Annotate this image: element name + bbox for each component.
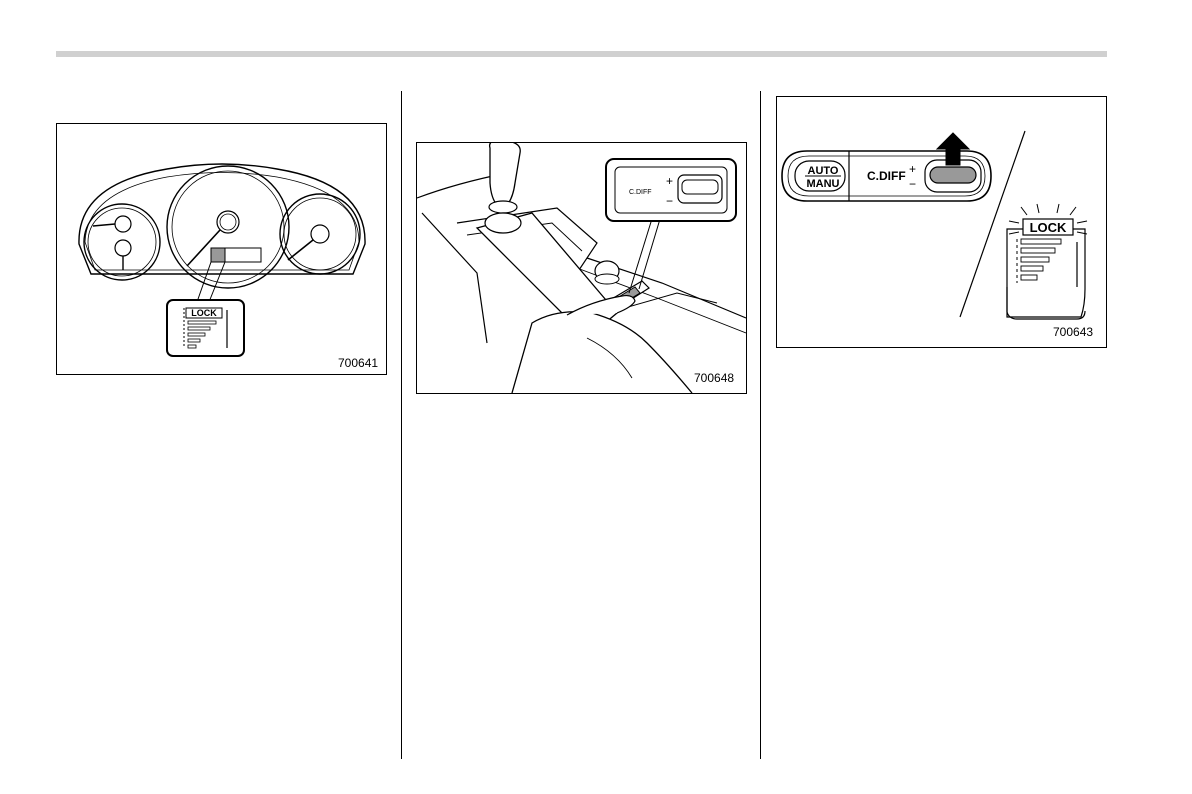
plus-label: + [909, 162, 916, 176]
lock-indicator-label: LOCK [1030, 220, 1067, 235]
plus-label: + [666, 174, 673, 188]
figure-number: 700643 [1053, 325, 1093, 339]
minus-label: − [666, 194, 673, 208]
header-rule [56, 51, 1107, 57]
lock-indicator-label: LOCK [191, 308, 217, 318]
minus-label: − [909, 177, 916, 191]
figure-number: 700648 [694, 371, 734, 385]
figure-instrument-cluster: LOCK 700641 [56, 123, 387, 375]
column-divider-1 [401, 91, 402, 759]
cdiff-label: C.DIFF [629, 189, 652, 196]
manu-label: MANU [807, 178, 840, 190]
figure-center-console: C.DIFF + − 700648 [416, 142, 747, 394]
figure-number: 700641 [338, 356, 378, 370]
figure-cdiff-switch: AUTO MANU C.DIFF + − LOCK [776, 96, 1107, 348]
cdiff-label: C.DIFF [867, 169, 906, 183]
instrument-cluster-illustration: LOCK [57, 124, 386, 374]
cdiff-switch-illustration: AUTO MANU C.DIFF + − LOCK [777, 97, 1106, 347]
center-console-illustration: C.DIFF + − [417, 143, 746, 393]
auto-label: AUTO [808, 165, 839, 177]
column-divider-2 [760, 91, 761, 759]
